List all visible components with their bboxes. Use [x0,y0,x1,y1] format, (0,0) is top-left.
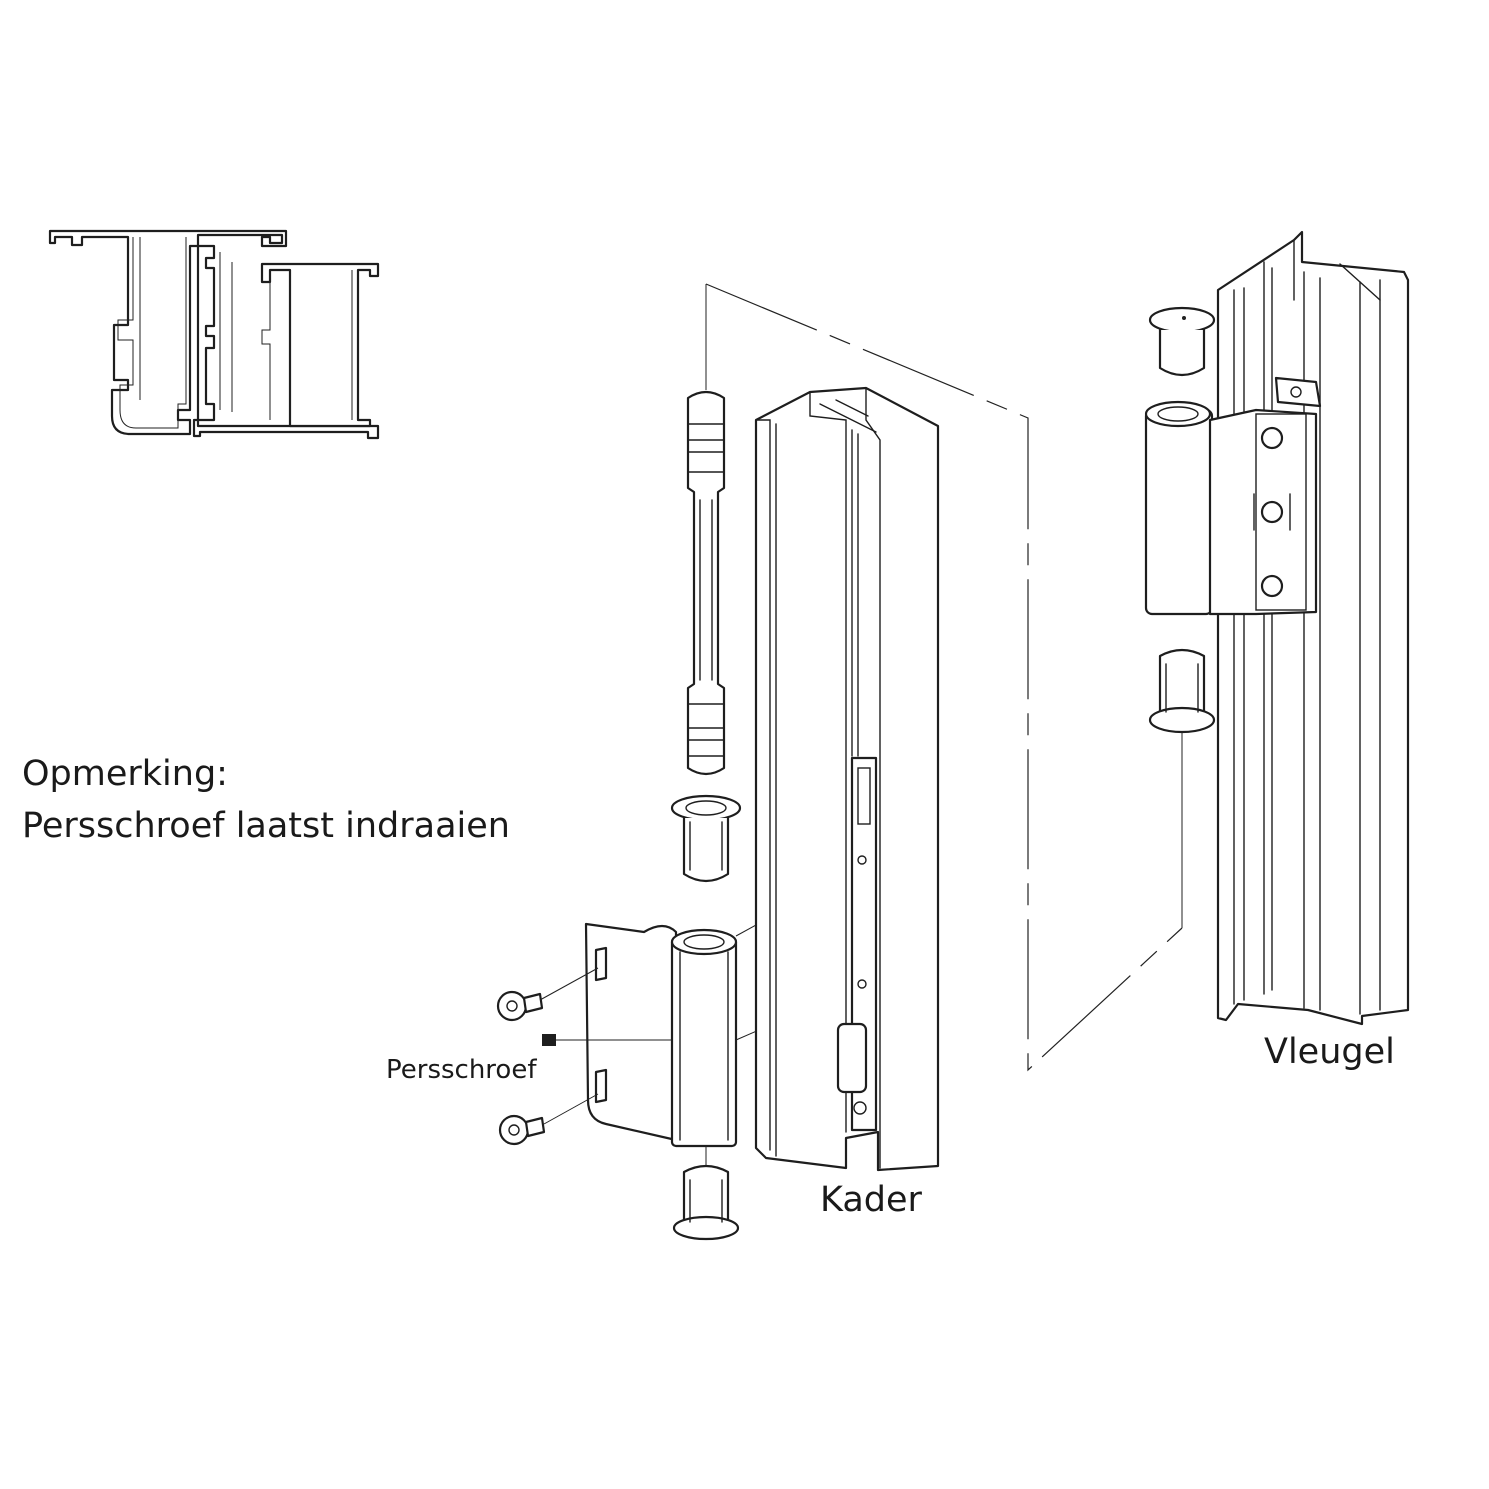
profile-cross-section [48,229,380,440]
alignment-dashed-line [705,283,1183,1072]
hinge-pin [686,390,726,776]
frame-hinge-leaf [584,922,738,1148]
upper-cap-sash [1148,306,1216,377]
screw-guide-lines [539,967,599,1125]
label-vleugel: Vleugel [1264,1032,1395,1072]
note-text: Persschroef laatst indraaien [22,806,510,846]
label-kader: Kader [820,1180,922,1220]
upper-bushing [670,794,742,883]
frame-profile [754,386,940,1172]
press-screw-icon [542,1034,556,1046]
note-title: Opmerking: [22,754,228,794]
label-persschroef: Persschroef [386,1055,537,1085]
screw-upper [496,990,544,1022]
lower-bushing-frame [672,1146,740,1241]
sash-profile [1144,230,1410,1026]
screw-lower [498,1114,546,1146]
lower-bushing-sash [1148,648,1216,928]
